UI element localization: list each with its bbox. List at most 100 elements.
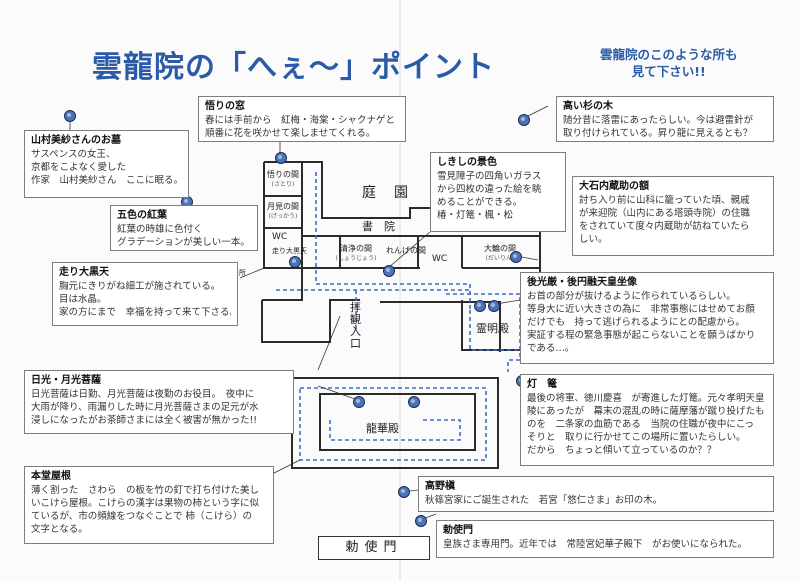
- callout-heading: 勅使門: [443, 525, 473, 536]
- callout-roof: 本堂屋根 薄く割った さわら の板を竹の釘で打ち付けた美し いこけら屋根。こけら…: [24, 466, 274, 544]
- marker-emperor-statue-1[interactable]: [474, 300, 486, 312]
- marker-yamamura-grave[interactable]: [64, 110, 76, 122]
- callout-line: 春には手前から 紅梅・海棠・シャクナゲと: [205, 115, 396, 126]
- callout-daikokuten: 走り大黒天 胸元にきりがね細工が施されている。 目は水晶。 家の方にまで 幸福を…: [52, 262, 238, 326]
- wc-label-1: WC: [272, 232, 288, 242]
- callout-line: サスペンスの女王、: [31, 149, 116, 160]
- gekka-room-name: 月見の間: [267, 202, 299, 211]
- marker-bosatsu-2[interactable]: [408, 396, 420, 408]
- marker-shikishi[interactable]: [383, 265, 395, 277]
- entrance-label: 拝観入口: [350, 301, 361, 350]
- callout-line: 胸元にきりがね細工が施されている。: [59, 281, 221, 292]
- callout-toro: 灯 篭 最後の将軍、徳川慶喜 が寄進した灯篭。元々孝明天皇 陵にあったが 幕末の…: [520, 374, 774, 466]
- seiryo-room-ruby: (しょうじょう): [335, 255, 377, 262]
- reimei-label: 霊明殿: [476, 322, 509, 335]
- callout-heading: 日光・月光菩薩: [31, 375, 101, 386]
- marker-koyamaki[interactable]: [398, 486, 410, 498]
- rengeno-room-label: れんげの間: [386, 246, 426, 255]
- callout-line: だけでも 持って逃げられるようにとの配慮から。: [527, 317, 745, 328]
- callout-heading: 大石内蔵助の額: [579, 181, 649, 192]
- garden-label: 庭 園: [362, 185, 410, 201]
- callout-oishi: 大石内蔵助の額 討ち入り前に山科に籠っていた頃、親戚 が来迎院（山内にある塔頭寺…: [572, 176, 774, 256]
- callout-line: 順番に花を咲かせて楽しませてくれる。: [205, 128, 376, 139]
- callout-line: 紅葉の時雄に色付く: [117, 224, 203, 235]
- callout-line: から四枚の違った絵を眺: [437, 184, 542, 195]
- marker-emperor-statue-2[interactable]: [488, 300, 500, 312]
- callout-line: そりと 取りに行かせてこの場所に置いたらしい。: [527, 432, 746, 443]
- seiryo-room-label: 清浄の間 (しょうじょう): [330, 244, 382, 264]
- callout-line: 作家 山村美紗さん ここに眠る。: [31, 175, 182, 186]
- callout-heading: 五色の紅葉: [117, 210, 167, 221]
- callout-line: 等身大に近い大きさの為に 非常事態にはせめてお顔: [527, 304, 755, 315]
- callout-line: をされていて度々内蔵助が訪ねていたら: [579, 221, 750, 232]
- marker-daikokuten[interactable]: [289, 256, 301, 268]
- seiryo-room-name: 清浄の間: [340, 244, 372, 253]
- callout-line: 浸しになったがお茶師さまには全く被害が無かった!!: [31, 415, 258, 426]
- gekka-room-label: 月見の間 (げっかう): [266, 202, 300, 222]
- satori-room-name: 悟りの間: [267, 170, 299, 179]
- callout-yamamura-grave: 山村美紗さんのお墓 サスペンスの女王、 京都をこよなく愛した 作家 山村美紗さん…: [24, 130, 189, 198]
- callout-line: 雪見障子の四角いガラス: [437, 171, 542, 182]
- satori-room-ruby: (さとり): [271, 181, 295, 188]
- callout-satori-window: 悟りの窓 春には手前から 紅梅・海棠・シャクナゲと 順番に花を咲かせて楽しませて…: [198, 96, 406, 142]
- callout-line: 随分昔に落雷にあったらしい。今は避雷針が: [563, 115, 754, 126]
- callout-line: 薄く割った さわら の板を竹の釘で打ち付けた美し: [31, 485, 260, 496]
- gate-label: 勅使門: [318, 536, 430, 560]
- callout-line: しい。: [579, 234, 608, 245]
- callout-koyamaki: 高野槇 秋篠宮家にご誕生された 若宮「悠仁さま」お印の木。: [418, 476, 774, 512]
- callout-line: 最後の将軍、徳川慶喜 が寄進した灯篭。元々孝明天皇: [527, 393, 765, 404]
- callout-heading: 本堂屋根: [31, 471, 71, 482]
- callout-heading: 後光厳・後円融天皇坐像: [527, 277, 637, 288]
- marker-bosatsu-1[interactable]: [353, 396, 365, 408]
- subtitle-line-1: 雲龍院のこのような所も: [600, 47, 738, 62]
- marker-oishi[interactable]: [510, 251, 522, 263]
- callout-line: 陵にあったが 幕末の混乱の時に薩摩藩が蹴り投げたも: [527, 406, 765, 417]
- ryuge-label: 龍華殿: [366, 422, 399, 435]
- callout-line: 実証する程の緊急事態が起こらないことを願うばかり: [527, 330, 756, 341]
- marker-chokushimon[interactable]: [415, 515, 427, 527]
- page-title: 雲龍院の「へぇ～」ポイント: [92, 50, 495, 85]
- callout-line: 大雨が降り、雨漏りした時に月光菩薩さまの足元が水: [31, 402, 259, 413]
- callout-heading: しきしの景色: [437, 157, 497, 168]
- paper-fold: [399, 0, 401, 581]
- callout-line: ているが、市の頻線をつなぐことで 柿（こけら）の: [31, 511, 253, 522]
- callout-heading: 山村美紗さんのお墓: [31, 135, 121, 146]
- subtitle-line-2: 見て下さい!!: [631, 64, 706, 79]
- callout-line: のを 二条家の血筋である 当院の住職が夜中にこっ: [527, 419, 755, 430]
- callout-bosatsu: 日光・月光菩薩 日光菩薩は日勤、月光菩薩は夜勤のお役目。 夜中に 大雨が降り、雨…: [24, 370, 294, 434]
- callout-line: 椿・灯篭・楓・松: [437, 210, 514, 221]
- callout-momiji: 五色の紅葉 紅葉の時雄に色付く グラデーションが美しい一本。: [110, 205, 258, 251]
- callout-line: お首の部分が抜けるように作られているらしい。: [527, 291, 736, 302]
- wc-label-2: WC: [432, 254, 448, 264]
- callout-line: が来迎院（山内にある塔頭寺院）の住職: [579, 208, 751, 219]
- gekka-room-ruby: (げっかう): [268, 213, 298, 220]
- callout-line: 秋篠宮家にご誕生された 若宮「悠仁さま」お印の木。: [425, 495, 663, 506]
- daikokuten-label: 走り大黒天: [272, 247, 307, 255]
- callout-line: めることができる。: [437, 197, 523, 208]
- callout-line: である…。: [527, 343, 575, 354]
- callout-heading: 灯 篭: [527, 379, 557, 390]
- callout-line: 取り付けられている。昇り龍に見えるとも？: [563, 128, 753, 139]
- callout-emperor-statues: 後光厳・後円融天皇坐像 お首の部分が抜けるように作られているらしい。 等身大に近…: [520, 272, 774, 364]
- marker-satori-window[interactable]: [275, 152, 287, 164]
- callout-line: 京都をこよなく愛した: [31, 162, 127, 173]
- callout-line: いこけら屋根。こけらの漢字は果物の柿という字に似: [31, 498, 260, 509]
- callout-shikishi: しきしの景色 雪見障子の四角いガラス から四枚の違った絵を眺 めることができる。…: [430, 152, 566, 232]
- callout-line: 文字となる。: [31, 524, 88, 535]
- shoin-label: 書 院: [362, 220, 395, 233]
- taikan-room-ruby: (だいりん): [485, 255, 515, 262]
- callout-heading: 走り大黒天: [59, 267, 109, 278]
- marker-sugi[interactable]: [518, 114, 530, 126]
- taikan-room-name: 大輪の間: [484, 244, 516, 253]
- callout-heading: 悟りの窓: [205, 101, 245, 112]
- callout-line: 皇族さま専用門。近年では 常陸宮妃華子殿下 がお使いになられた。: [443, 539, 748, 550]
- callout-heading: 高い杉の木: [563, 101, 613, 112]
- callout-line: だから ちょっと傾いて立っているのか？？: [527, 445, 717, 456]
- callout-line: 日光菩薩は日勤、月光菩薩は夜勤のお役目。 夜中に: [31, 389, 255, 400]
- callout-line: グラデーションが美しい一本。: [117, 237, 250, 248]
- callout-line: 家の方にまで 幸福を持って来て下さる。: [59, 307, 231, 318]
- subtitle: 雲龍院のこのような所も 見て下さい!!: [600, 46, 738, 80]
- callout-heading: 高野槇: [425, 481, 455, 492]
- callout-line: 討ち入り前に山科に籠っていた頃、親戚: [579, 195, 750, 206]
